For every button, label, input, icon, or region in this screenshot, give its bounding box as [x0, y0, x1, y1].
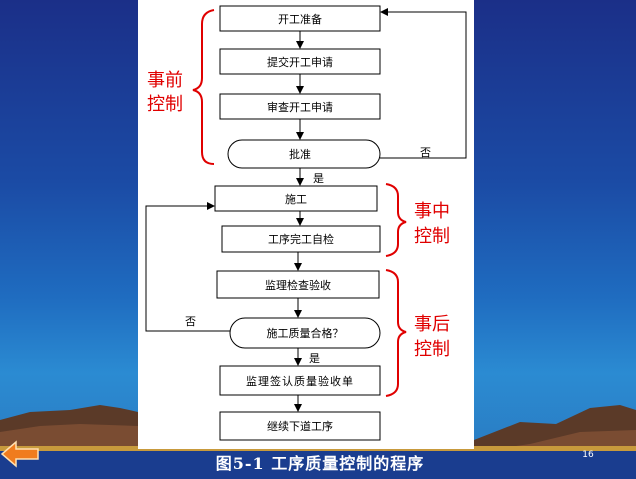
node-sign: 监理签认质量验收单: [219, 365, 381, 396]
stage-label-before-1: 事前: [147, 70, 183, 91]
node-prepare: 开工准备: [219, 5, 381, 32]
figure-caption: 图5-1 工序质量控制的程序: [215, 454, 425, 473]
node-next-label: 继续下道工序: [267, 419, 333, 433]
node-construct-label: 施工: [285, 193, 307, 206]
node-submit: 提交开工申请: [219, 48, 381, 75]
brace-during-control: [385, 183, 407, 257]
node-quality-ok-label: 施工质量合格？: [267, 326, 344, 340]
arrow-approve-no-loop: [380, 8, 467, 159]
node-sign-label: 监理签认质量验收单: [246, 374, 354, 388]
node-next: 继续下道工序: [219, 411, 381, 441]
node-inspect-label: 监理检查验收: [265, 278, 331, 292]
arrow-quality-no-loop: [145, 202, 230, 332]
brace-after-control: [385, 269, 407, 397]
node-inspect: 监理检查验收: [216, 270, 380, 299]
node-review: 审查开工申请: [219, 93, 381, 120]
page-number: 16: [582, 450, 594, 460]
edge-label-quality-no: 否: [185, 315, 196, 328]
node-construct: 施工: [214, 185, 378, 212]
node-self-check-label: 工序完工自检: [268, 232, 334, 246]
stage-label-before-2: 控制: [147, 94, 183, 115]
brace-before-control: [192, 9, 215, 165]
stage-label-after-1: 事后: [414, 314, 450, 335]
node-approve: 批准: [227, 139, 381, 169]
stage-label-during-1: 事中: [414, 201, 450, 222]
edge-label-approve-no: 否: [420, 146, 431, 159]
stage-label-after-2: 控制: [414, 339, 450, 360]
node-review-label: 审查开工申请: [267, 100, 333, 114]
node-submit-label: 提交开工申请: [267, 55, 333, 69]
stage-label-during-2: 控制: [414, 226, 450, 247]
node-quality-ok: 施工质量合格？: [229, 317, 381, 349]
node-self-check: 工序完工自检: [221, 225, 381, 253]
node-approve-label: 批准: [289, 147, 311, 161]
back-button[interactable]: [0, 439, 42, 469]
edge-label-approve-yes: 是: [313, 172, 324, 185]
node-prepare-label: 开工准备: [278, 12, 322, 26]
edge-label-quality-yes: 是: [309, 352, 320, 365]
back-arrow-icon: [0, 440, 39, 468]
